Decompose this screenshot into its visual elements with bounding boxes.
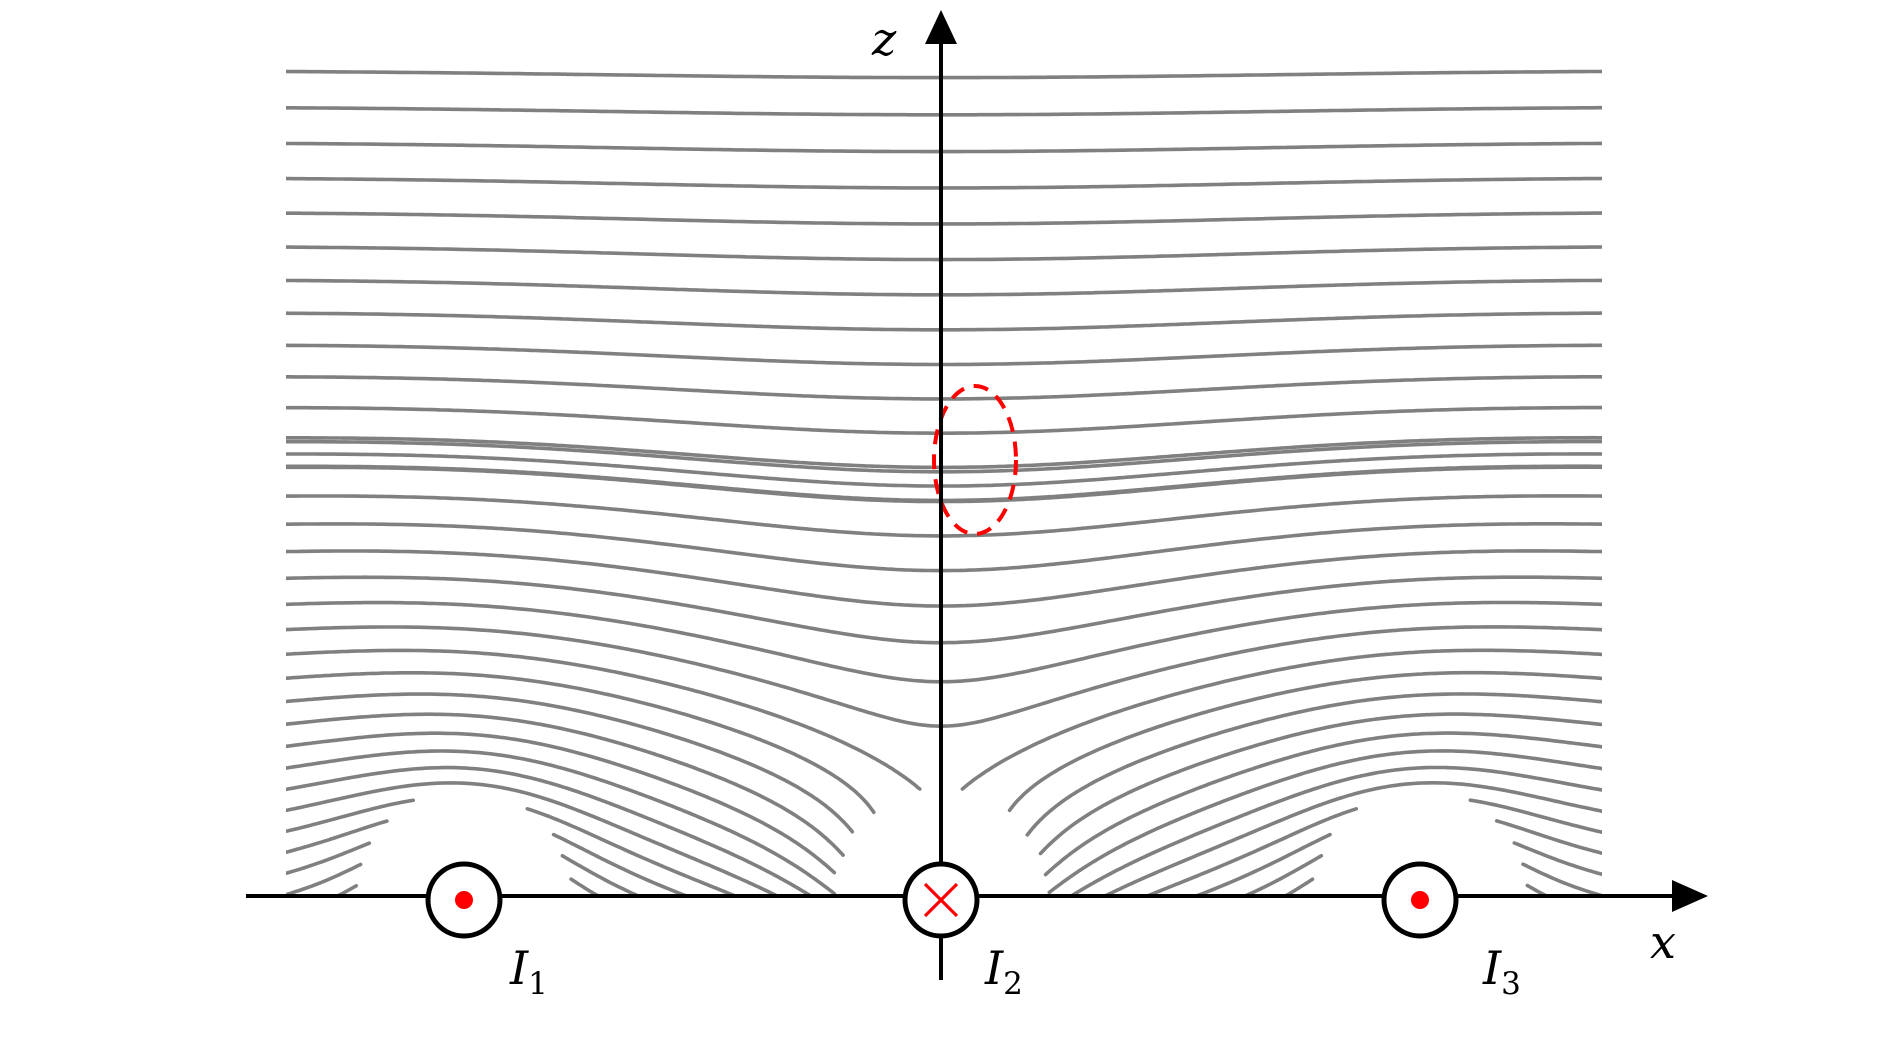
field-line xyxy=(286,452,1602,488)
field-line xyxy=(286,343,1602,367)
current-2-label: I2 xyxy=(984,941,1023,1002)
field-line xyxy=(286,648,1602,791)
field-line xyxy=(286,311,1602,332)
field-line xyxy=(286,464,1602,503)
field-line xyxy=(286,549,1602,608)
field-line xyxy=(286,625,1602,728)
field-line xyxy=(286,819,1602,896)
dashed-loop xyxy=(932,384,1018,536)
field-line xyxy=(286,749,1602,896)
circle-dot-icon xyxy=(455,891,473,909)
field-line xyxy=(286,105,1602,117)
field-line xyxy=(286,211,1602,226)
x-axis-label: x xyxy=(1650,915,1676,969)
field-line xyxy=(286,278,1602,297)
field-line xyxy=(286,176,1602,190)
field-line xyxy=(286,141,1602,154)
field-line xyxy=(286,670,1602,815)
field-line xyxy=(286,405,1602,435)
field-line xyxy=(286,575,1602,645)
field-line xyxy=(286,731,1602,877)
current-3-marker xyxy=(1381,861,1459,939)
field-line xyxy=(286,712,1602,857)
field-line xyxy=(286,245,1602,262)
field-line xyxy=(286,798,1602,896)
field-line xyxy=(286,841,1602,896)
field-line xyxy=(286,692,1602,837)
current-3-label: I3 xyxy=(1482,941,1521,1002)
field-line xyxy=(286,765,1602,896)
field-line xyxy=(286,522,1602,573)
field-line xyxy=(286,494,1602,538)
field-line xyxy=(286,600,1602,684)
field-line xyxy=(286,781,1602,896)
current-1-marker xyxy=(425,861,503,939)
field-line xyxy=(286,435,1602,470)
field-line xyxy=(286,439,1602,474)
z-axis-arrow-icon xyxy=(925,10,957,44)
x-axis-arrow-icon xyxy=(1672,880,1708,912)
z-axis-label: z xyxy=(871,12,897,66)
circle-cross-icon xyxy=(923,882,959,918)
circle-dot-icon xyxy=(1411,891,1429,909)
field-line xyxy=(286,375,1602,401)
field-line xyxy=(286,69,1602,80)
current-1-label: I1 xyxy=(509,941,548,1002)
current-2-marker xyxy=(902,861,980,939)
field-lines xyxy=(286,69,1602,896)
